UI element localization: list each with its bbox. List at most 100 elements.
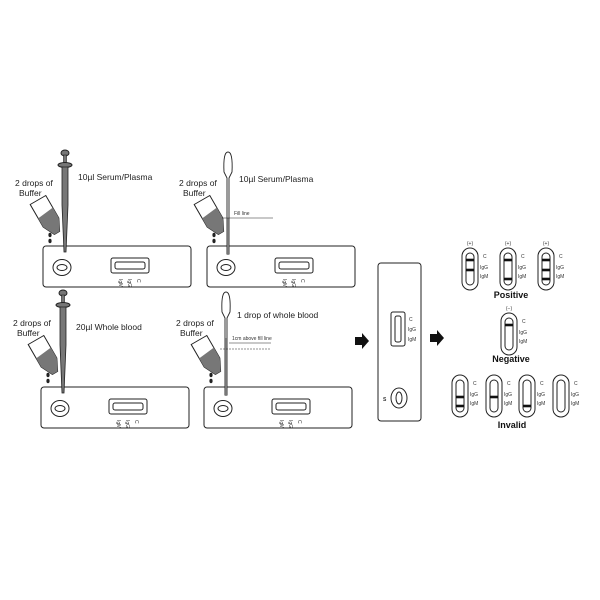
test-line-igm xyxy=(542,277,550,281)
bottle-liquid xyxy=(36,347,58,375)
buffer-bottle-icon xyxy=(190,334,222,375)
buffer-drop-icon xyxy=(212,238,216,244)
buffer-drop-icon xyxy=(212,232,216,238)
result-mark: (+) xyxy=(467,241,474,247)
bottle-body xyxy=(190,334,222,375)
result-window xyxy=(274,257,314,274)
cassette-body xyxy=(377,262,422,422)
strip-outline xyxy=(485,374,503,418)
sample-well xyxy=(390,387,408,409)
buffer-label: Buffer xyxy=(19,188,42,198)
strip-label-igm: IgM xyxy=(480,274,488,280)
bottle-liquid xyxy=(199,347,221,375)
window-label-igm: IgM xyxy=(115,420,121,428)
arrow-right-icon xyxy=(355,333,369,349)
strip-label-igm: IgM xyxy=(556,274,564,280)
sample-volume-label: 10µl Serum/Plasma xyxy=(239,174,314,184)
sample-well-inner xyxy=(54,405,66,412)
strip-window xyxy=(522,379,532,413)
dropper-icon xyxy=(223,151,233,255)
result-window xyxy=(390,311,406,347)
strip-label-igg: IgG xyxy=(470,392,478,398)
strip-label-c: C xyxy=(559,254,563,260)
window-label-c: C xyxy=(133,420,139,424)
sample-well-inner xyxy=(220,264,232,271)
buffer-drop-icon xyxy=(209,372,213,378)
strip-outline xyxy=(500,312,518,356)
test-line-c xyxy=(505,323,513,327)
result-window-inner xyxy=(114,261,146,270)
window-label-igm: IgM xyxy=(281,279,287,287)
buffer-drop-icon xyxy=(48,232,52,238)
sample-well-inner xyxy=(217,405,229,412)
buffer-label: Buffer xyxy=(183,188,206,198)
negative-heading: Negative xyxy=(492,354,530,364)
strip-label-igm: IgM xyxy=(504,401,512,407)
strip-outline xyxy=(499,247,517,291)
buffer-bottle-icon xyxy=(29,194,61,235)
bottle-liquid xyxy=(202,207,224,235)
strip-label-igm: IgM xyxy=(537,401,545,407)
sample-well xyxy=(216,259,236,276)
window-label-igg: IgG xyxy=(287,420,293,428)
strip-window xyxy=(556,379,566,413)
sample-well-inner xyxy=(56,264,68,271)
buffer-label: Buffer xyxy=(17,328,40,338)
strip-window xyxy=(503,252,513,286)
buffer-label: 2 drops of xyxy=(13,318,51,328)
result-mark: (+) xyxy=(543,241,550,247)
strip-outline xyxy=(552,374,570,418)
result-window xyxy=(271,398,311,415)
buffer-drop-icon xyxy=(46,372,50,378)
window-label-igm: IgM xyxy=(408,337,416,343)
strip-label-c: C xyxy=(521,254,525,260)
buffer-bottle-icon xyxy=(193,194,225,235)
plunger-rod xyxy=(63,154,67,164)
bottle-body xyxy=(193,194,225,235)
strip-label-igg: IgG xyxy=(480,265,488,271)
strip-label-c: C xyxy=(574,381,578,387)
strip-label-igm: IgM xyxy=(470,401,478,407)
strip-label-c: C xyxy=(483,254,487,260)
test-line-igg xyxy=(466,268,474,272)
test-line-c xyxy=(504,258,512,262)
test-cassette xyxy=(206,245,356,288)
strip-label-igm: IgM xyxy=(518,274,526,280)
strip-label-igg: IgG xyxy=(519,330,527,336)
window-label-igm: IgM xyxy=(117,279,123,287)
test-cassette xyxy=(203,386,353,429)
sample-well xyxy=(213,400,233,417)
dropper-fluid xyxy=(227,218,229,254)
strip-label-c: C xyxy=(473,381,477,387)
result-strip: C IgG IgM (+) xyxy=(461,241,488,291)
window-label-c: C xyxy=(296,420,302,424)
test-line-igg xyxy=(456,395,464,399)
sample-well-label: S xyxy=(383,397,387,403)
result-window xyxy=(108,398,148,415)
fill-line-label: Fill line xyxy=(234,211,250,217)
invalid-heading: Invalid xyxy=(498,420,527,430)
result-window xyxy=(110,257,150,274)
strip-label-igm: IgM xyxy=(519,339,527,345)
test-line-c xyxy=(466,258,474,262)
test-line-igm xyxy=(504,277,512,281)
window-label-igg: IgG xyxy=(408,327,416,333)
buffer-drop-icon xyxy=(48,238,52,244)
test-line-igm xyxy=(523,404,531,408)
bottle-liquid xyxy=(38,207,60,235)
strip-outline xyxy=(451,374,469,418)
sample-volume-label: 20µl Whole blood xyxy=(76,322,142,332)
